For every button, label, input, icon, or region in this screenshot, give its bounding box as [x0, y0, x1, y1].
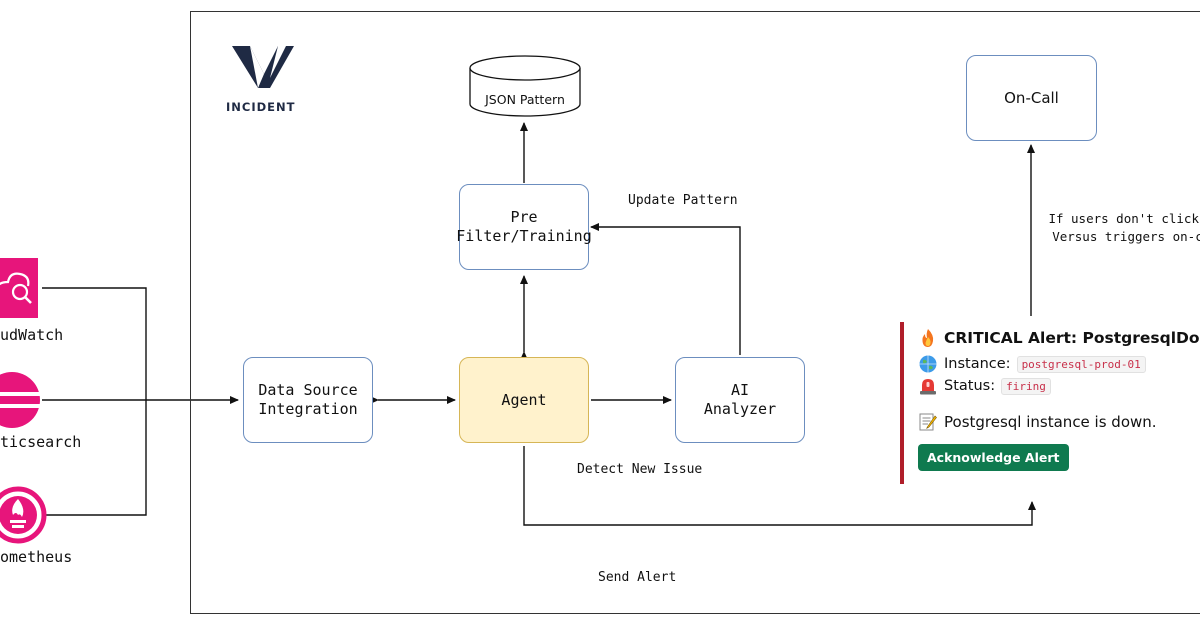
alert-title: CRITICAL Alert: PostgresqlDown — [944, 329, 1200, 347]
detect-new-issue-label: Detect New Issue — [577, 462, 703, 477]
instance-label: Instance: — [944, 356, 1011, 372]
edge-update-pattern — [590, 223, 741, 355]
edge-cloudwatch — [42, 287, 147, 400]
brand-name: INCIDENT — [226, 100, 296, 114]
json-pattern-label: JSON Pattern — [485, 92, 565, 107]
cloudwatch-icon — [0, 258, 38, 318]
on-call-node[interactable]: On-Call — [966, 55, 1097, 141]
alert-card: CRITICAL Alert: PostgresqlDown Instance:… — [900, 322, 1200, 484]
acknowledge-alert-button[interactable]: Acknowledge Alert — [918, 444, 1069, 471]
prefilter-training-node[interactable]: Pre Filter/Training — [456, 184, 592, 270]
agent-node[interactable]: Agent — [459, 357, 589, 443]
ai-analyzer-node[interactable]: AI Analyzer — [675, 357, 805, 443]
update-pattern-label: Update Pattern — [628, 193, 738, 208]
edge-send-alert — [523, 446, 1036, 526]
edge-prometheus — [42, 400, 147, 516]
globe-icon — [919, 355, 937, 373]
elasticsearch-icon — [0, 372, 40, 428]
source-label-elasticsearch: ticsearch — [0, 433, 82, 451]
data-source-integration-node[interactable]: Data Source Integration — [243, 357, 373, 443]
siren-icon — [920, 379, 936, 395]
memo-icon — [919, 413, 937, 431]
status-value: firing — [1001, 377, 1051, 395]
send-alert-label: Send Alert — [598, 570, 677, 585]
status-label: Status: — [944, 378, 996, 394]
source-label-prometheus: ometheus — [0, 548, 73, 566]
source-label-cloudwatch: udWatch — [0, 326, 64, 344]
fire-icon — [922, 329, 934, 347]
incident-logo-icon — [232, 46, 294, 88]
json-pattern-cylinder — [469, 55, 581, 117]
prometheus-icon — [0, 486, 47, 544]
alert-message: Postgresql instance is down. — [944, 413, 1157, 431]
instance-value: postgresql-prod-01 — [1016, 355, 1146, 373]
incident-frame — [190, 11, 1200, 614]
oncall-escalation-note: If users don't click AC Versus triggers … — [1048, 211, 1200, 244]
